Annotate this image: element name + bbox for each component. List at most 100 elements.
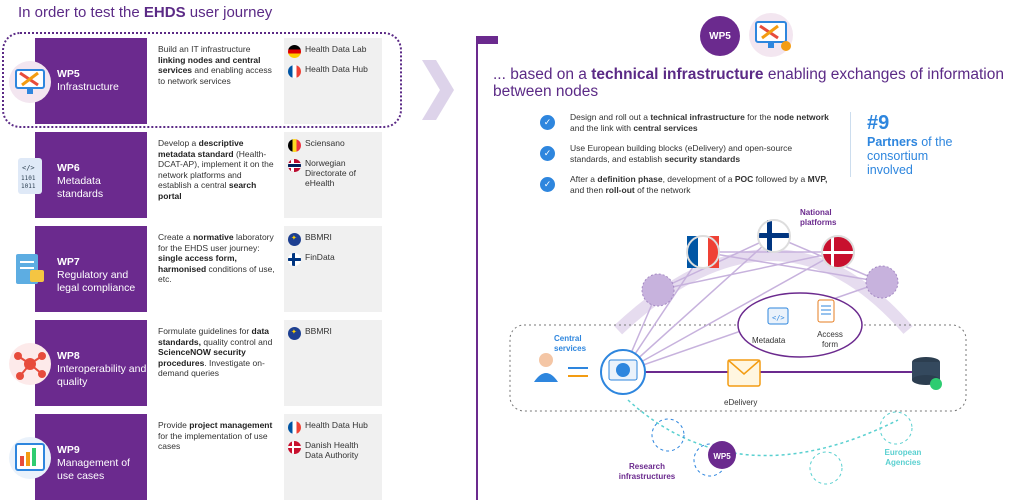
partner-item: BBMRI: [288, 326, 378, 340]
wp-name: Interoperability and quality: [57, 363, 147, 388]
partner-name: Danish Health Data Authority: [305, 440, 359, 460]
wp-number: WP9: [57, 444, 80, 456]
metadata-icon: </>: [767, 307, 789, 325]
edelivery-label: eDelivery: [724, 398, 758, 407]
wp5-badge: WP5: [700, 16, 740, 56]
partners-text: Partners of the consortium involved: [867, 135, 953, 177]
flag-de-icon: [288, 45, 301, 58]
wp-description: Formulate guidelines for data standards,…: [158, 326, 273, 378]
partner-name: FinData: [305, 252, 335, 262]
wp-partners: BBMRI: [284, 320, 382, 406]
bullet-list: ✓Design and roll out a technical infrast…: [540, 112, 830, 205]
infrastructure-icon: [749, 13, 793, 57]
wp-description: Develop a descriptive metadata standard …: [158, 138, 274, 201]
network-molecule-icon: [8, 342, 52, 386]
check-icon: ✓: [540, 146, 555, 161]
svg-text:</>: </>: [772, 314, 785, 322]
flag-fi-node: [757, 219, 791, 253]
agency-node: [879, 411, 913, 445]
wp5-node: [708, 441, 736, 469]
database-icon: [912, 357, 942, 390]
wp-name: Regulatory and legal compliance: [57, 269, 136, 294]
partner-name: Norwegian Directorate of eHealth: [305, 158, 357, 188]
wp-number: WP6: [57, 162, 80, 174]
wp5-highlight-frame: [2, 32, 402, 128]
agency-link: [627, 399, 899, 457]
user-icon: [534, 353, 558, 382]
flag-fi-icon: [288, 253, 301, 266]
metadata-label: Metadata: [752, 336, 786, 345]
partner-name: Sciensano: [305, 138, 345, 148]
wp-description: Provide project management for the imple…: [158, 420, 273, 451]
flag-no-icon: [288, 159, 301, 172]
section-heading: In order to test the EHDS user journey: [18, 4, 273, 21]
legal-document-icon: [8, 248, 52, 292]
research-node: [651, 418, 685, 452]
partner-name: Health Data Hub: [305, 420, 368, 430]
wp-description: Build an IT infrastructure linking nodes…: [158, 44, 272, 86]
flag-be-icon: [288, 139, 301, 152]
central-services-icon: [600, 349, 646, 395]
partner-item: FinData: [288, 252, 378, 266]
svg-text:1101: 1101: [21, 175, 36, 182]
wp-name: Management of use cases: [57, 457, 130, 482]
edelivery-envelope-icon: [727, 359, 761, 387]
exchange-arrows-icon: [568, 367, 588, 377]
research-infrastructures-label: Research infrastructures: [618, 462, 676, 481]
flag-fr-icon: [288, 65, 301, 78]
partner-item: BBMRI: [288, 232, 378, 246]
national-platforms-label: National platforms: [800, 208, 837, 227]
network-diagram: </> WP5: [509, 219, 967, 485]
partner-item: Sciensano: [288, 138, 378, 152]
european-agencies-label: European Agencies: [884, 448, 922, 467]
panel-corner-tab: [476, 36, 498, 44]
partners-count: #9: [867, 112, 890, 134]
partner-name: BBMRI: [305, 326, 332, 336]
central-services-label: Central services: [554, 334, 587, 353]
wp-description: Create a normative laboratory for the EH…: [158, 232, 275, 284]
partners-count-box: #9 Partners of the consortium involved: [850, 112, 970, 177]
partner-name: Health Data Lab: [305, 44, 367, 54]
wp-number: WP8: [57, 350, 80, 362]
partner-name: BBMRI: [305, 232, 332, 242]
flag-fr-node: [686, 235, 720, 269]
bullet-item: ✓Use European building blocks (eDelivery…: [540, 143, 830, 164]
partner-item: Health Data Hub: [288, 64, 378, 78]
platform-node: [865, 265, 899, 299]
chevron-right-icon: [422, 60, 454, 120]
wp-number: WP7: [57, 256, 80, 268]
flag-fr-icon: [288, 421, 301, 434]
platform-node: [641, 273, 675, 307]
flag-dk-node: [821, 235, 855, 269]
partner-item: Norwegian Directorate of eHealth: [288, 158, 378, 188]
wp-name: Infrastructure: [57, 81, 119, 93]
wp-number: WP5: [57, 68, 80, 80]
bullet-item: ✓After a definition phase, development o…: [540, 174, 830, 195]
right-title: ... based on a technical infrastructure …: [493, 66, 1004, 100]
bullet-item: ✓Design and roll out a technical infrast…: [540, 112, 830, 133]
flag-eu-icon: [288, 233, 301, 246]
partner-item: Health Data Lab: [288, 44, 378, 58]
flag-eu-icon: [288, 327, 301, 340]
wp-partners: BBMRI FinData: [284, 226, 382, 312]
svg-text:</>: </>: [22, 164, 35, 172]
dashboard-chart-icon: [8, 436, 52, 480]
access-form-icon: [817, 299, 835, 323]
wp-name: Metadata standards: [57, 175, 104, 200]
agency-node: [809, 451, 843, 485]
check-icon: ✓: [540, 177, 555, 192]
